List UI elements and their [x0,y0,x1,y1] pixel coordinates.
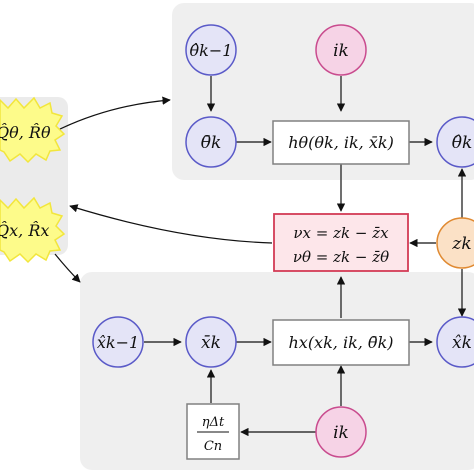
x-hat-node: x̂k [436,316,474,368]
innovation-theta-label: νθ = zk − z̄θ [293,248,389,266]
innovation-box: νx = zk − z̄x νθ = zk − z̄θ [273,213,409,272]
measurement-node: zk [436,217,474,269]
bottom-model-box: hx(xk, ik, θ̄k) [272,319,410,366]
gain-box: ηΔt Cn [186,403,240,460]
middle-connectors [336,168,467,318]
x-hat-label: x̂k [452,333,472,353]
measurement-label: zk [451,234,471,254]
starburst-shape [0,196,66,264]
bottom-input-label: ik [333,423,349,443]
top-input-node: ik [315,24,367,76]
top-model-label: hθ(θk, ik, x̄k) [288,133,394,152]
x-prev-node: x̂k−1 [92,316,144,368]
bottom-panel [80,272,474,470]
bottom-connectors [144,337,433,437]
innovation-x-label: νx = zk − z̄x [293,224,389,242]
top-noise-burst: Q̂θ, R̂θ [0,96,66,164]
top-noise-label: Q̂θ, R̂θ [0,123,51,142]
top-connectors [206,76,433,212]
x-prev-label: x̂k−1 [97,333,139,352]
top-input-label: ik [333,41,349,61]
bottom-model-label: hx(xk, ik, θ̄k) [288,333,393,352]
bottom-noise-label: Q̂x, R̂x [0,221,49,240]
bottom-noise-burst: Q̂x, R̂x [0,196,66,264]
x-bar-label: x̄k [201,333,221,353]
gain-denominator: Cn [204,439,222,454]
theta-hat-label: θ̂k [452,133,473,153]
theta-bar-label: θ̄k [201,133,222,153]
theta-hat-node: θ̂k [436,116,474,168]
x-bar-node: x̄k [185,316,237,368]
top-model-box: hθ(θk, ik, x̄k) [272,120,410,165]
bottom-input-node: ik [315,406,367,458]
starburst-shape [0,96,66,164]
theta-bar-node: θ̄k [185,116,237,168]
theta-prev-label: θ̂k−1 [190,41,233,60]
theta-prev-node: θ̂k−1 [185,24,237,76]
gain-numerator: ηΔt [202,415,225,430]
left-connectors [54,96,273,283]
